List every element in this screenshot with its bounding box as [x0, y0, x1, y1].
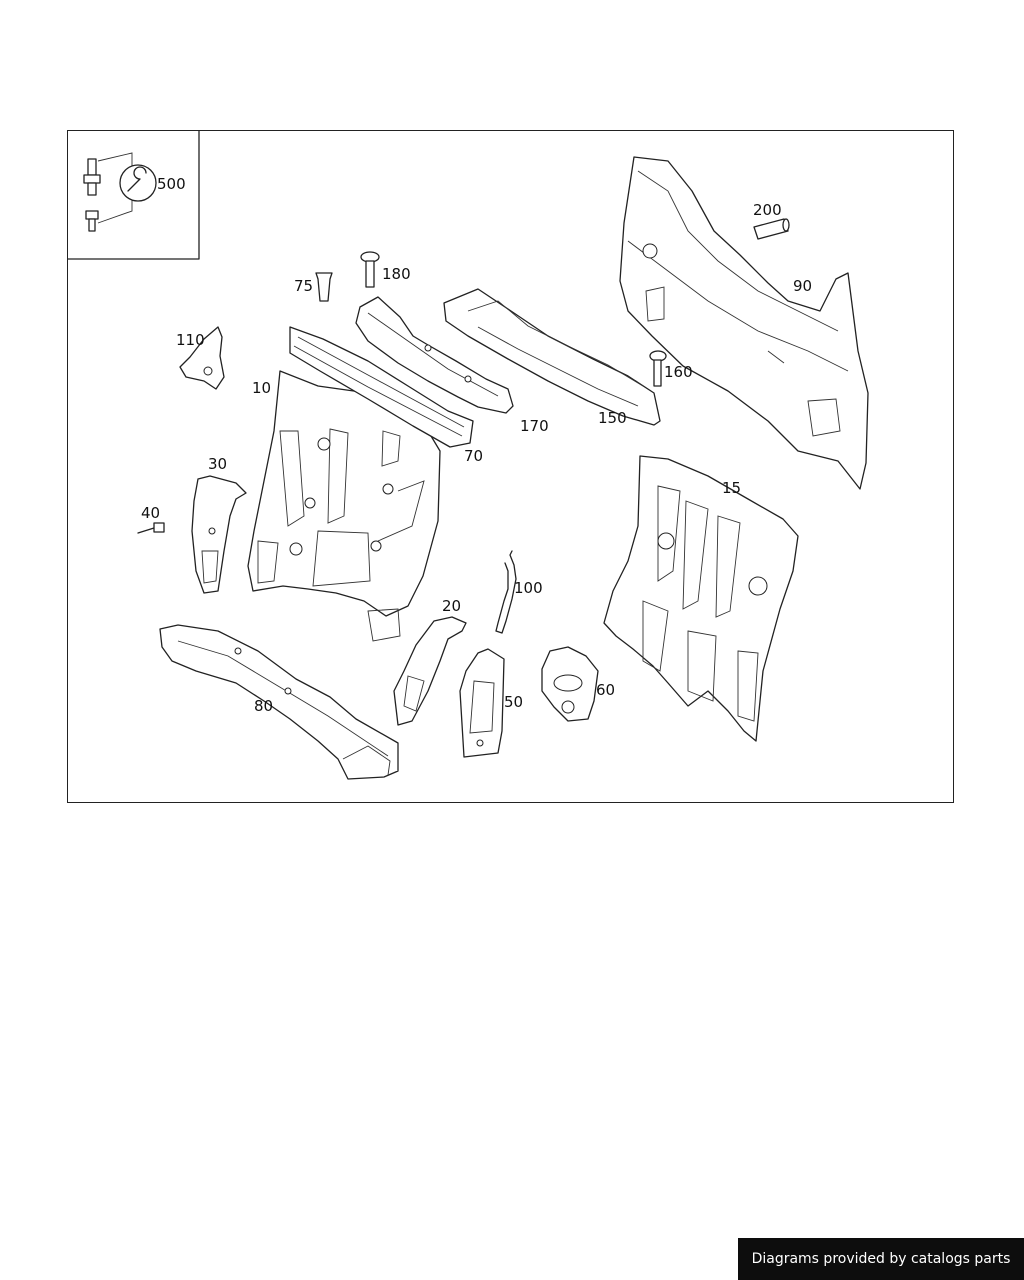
callout-10: 10 [252, 379, 271, 397]
inset-box-500 [68, 131, 200, 260]
callout-15: 15 [722, 479, 741, 497]
parts-diagram-frame: 500 75 180 110 10 200 90 160 150 170 70 … [67, 130, 954, 803]
part-100-wire-bracket [495, 550, 517, 634]
callout-75: 75 [294, 277, 313, 295]
callout-500: 500 [157, 175, 186, 193]
callout-100: 100 [514, 579, 543, 597]
part-170-bracket [355, 296, 514, 414]
part-20-bracket [393, 616, 467, 726]
part-160-screw [649, 350, 667, 387]
part-180-bolt [360, 251, 380, 288]
callout-80: 80 [254, 697, 273, 715]
callout-90: 90 [793, 277, 812, 295]
callout-30: 30 [208, 455, 227, 473]
part-40-stud [137, 522, 165, 534]
callout-50: 50 [504, 693, 523, 711]
callout-40: 40 [141, 504, 160, 522]
part-80-side-member [159, 624, 399, 780]
callout-150: 150 [598, 409, 627, 427]
callout-160: 160 [664, 363, 693, 381]
callout-170: 170 [520, 417, 549, 435]
part-75-grommet [315, 272, 333, 302]
part-90-rear-panel [619, 156, 869, 490]
footer-credit-text: Diagrams provided by catalogs parts [751, 1251, 1011, 1267]
part-200-cylinder [753, 218, 790, 240]
part-70-cross-member [289, 326, 474, 448]
part-60-bracket [541, 646, 599, 722]
part-15-inner-panel [603, 455, 799, 742]
callout-180: 180 [382, 265, 411, 283]
parts-diagram: 500 75 180 110 10 200 90 160 150 170 70 … [68, 131, 869, 780]
callout-60: 60 [596, 681, 615, 699]
part-50-plate [459, 648, 505, 758]
callout-110: 110 [176, 331, 205, 349]
footer-credit-badge: Diagrams provided by catalogs parts [738, 1238, 1024, 1280]
part-110-bracket [179, 326, 225, 390]
part-150-panel [443, 288, 661, 426]
part-10-floor-panel [247, 370, 441, 642]
part-30-side-bracket [191, 475, 247, 594]
callout-200: 200 [753, 201, 782, 219]
callout-70: 70 [464, 447, 483, 465]
callout-20: 20 [442, 597, 461, 615]
